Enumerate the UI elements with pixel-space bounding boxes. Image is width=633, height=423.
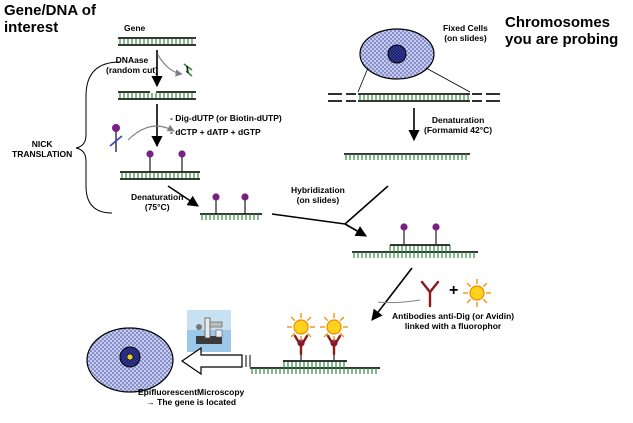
fluorophore-ray bbox=[290, 316, 296, 322]
microscope-image bbox=[187, 310, 231, 352]
antibody-arm bbox=[332, 334, 342, 348]
fluorophore-icon bbox=[463, 279, 491, 307]
final-antibody-1 bbox=[293, 334, 309, 356]
label-antibodies: Antibodies anti-Dig (or Avidin) linked w… bbox=[392, 311, 515, 331]
zoom-line-left bbox=[357, 67, 369, 93]
antibody-arm bbox=[326, 334, 336, 348]
cut-fragment-icon bbox=[183, 63, 193, 77]
fluorophore-ray bbox=[290, 332, 296, 338]
dig-label-dot bbox=[178, 150, 186, 158]
final-fluorophore-1 bbox=[287, 313, 315, 341]
label-fixed-cells: Fixed Cells (on slides) bbox=[443, 23, 488, 43]
incorporation-arrow bbox=[127, 124, 175, 141]
label-microscopy: EpifluorescentMicroscopy → The gene is l… bbox=[138, 387, 245, 407]
antibody-icon bbox=[420, 280, 440, 308]
dig-label-dot bbox=[146, 150, 154, 158]
located-gene-spot bbox=[126, 353, 134, 361]
fluorophore-body bbox=[326, 319, 342, 335]
label-dig-dutp: - Dig-dUTP (or Biotin-dUTP) bbox=[170, 113, 282, 123]
fluorophore-ray bbox=[323, 332, 329, 338]
fluorophore-ray bbox=[306, 332, 312, 338]
gene-dsdna bbox=[118, 37, 196, 46]
dig-label-dot bbox=[432, 223, 440, 231]
dig-label-dot bbox=[400, 223, 408, 231]
result-arrow bbox=[180, 346, 243, 376]
probe-labels-ss bbox=[212, 193, 249, 214]
labeled-probe-dsdna bbox=[120, 171, 200, 180]
label-denaturation-chrom: Denaturation (Formamid 42°C) bbox=[424, 115, 493, 135]
label-dnase: DNAase (random cut) bbox=[106, 55, 158, 75]
fluorophore-body bbox=[469, 285, 485, 301]
hybridization-line-left bbox=[271, 213, 346, 225]
fluorophore-ray bbox=[306, 316, 312, 322]
fixed-cell bbox=[359, 28, 435, 80]
label-hybridization: Hybridization (on slides) bbox=[291, 185, 345, 205]
probe-denaturation-arrow bbox=[167, 185, 199, 207]
label-nick-translation: NICK TRANSLATION bbox=[12, 139, 73, 159]
antibody-arm bbox=[299, 334, 309, 348]
label-plus: + bbox=[449, 282, 459, 299]
probe-labels-ds bbox=[146, 150, 186, 172]
fluorophore-ray bbox=[482, 282, 488, 288]
antibody-pointer bbox=[377, 299, 421, 304]
fluorophore-ray bbox=[323, 316, 329, 322]
label-denaturation-probe: Denaturation (75°C) bbox=[131, 192, 184, 212]
nicked-dsdna bbox=[118, 91, 196, 100]
heading-chromosomes: Chromosomes you are probing bbox=[505, 14, 619, 49]
final-fluorophore-2 bbox=[320, 313, 348, 341]
fluorophore-ray bbox=[339, 332, 345, 338]
fluorophore-ray bbox=[466, 282, 472, 288]
fluorophore-ray bbox=[339, 316, 345, 322]
final-antibody-2 bbox=[326, 334, 342, 356]
dig-label-dot bbox=[241, 193, 249, 201]
fluorophore-ray bbox=[482, 298, 488, 304]
antibody-arm bbox=[293, 334, 303, 348]
hybridization-arrow bbox=[344, 223, 367, 237]
antibody-step-arrow bbox=[371, 267, 413, 321]
label-dntps: - dCTP + dATP + dGTP bbox=[170, 127, 261, 137]
label-gene: Gene bbox=[124, 23, 146, 33]
chromosome-dsdna bbox=[328, 93, 500, 102]
labeled-nucleotide-icon bbox=[109, 124, 123, 152]
ss-probe bbox=[200, 213, 262, 220]
cut-fragment-arrow bbox=[157, 54, 183, 77]
dig-label-dot bbox=[212, 193, 220, 201]
nick-translation-brace bbox=[75, 61, 121, 214]
hybrid-labels bbox=[400, 223, 440, 244]
result-cell bbox=[86, 327, 174, 393]
fluorophore-ray bbox=[466, 298, 472, 304]
zoom-line-right bbox=[425, 67, 471, 93]
hybridized-dna bbox=[352, 244, 478, 258]
fluorophore-body bbox=[293, 319, 309, 335]
hybridization-line-right bbox=[344, 185, 389, 225]
fixed-cell-nucleus bbox=[387, 44, 407, 64]
final-hybrid-dna bbox=[250, 360, 380, 374]
heading-gene-of-interest: Gene/DNA of interest bbox=[4, 2, 96, 37]
chromosome-ssdna bbox=[344, 153, 470, 160]
